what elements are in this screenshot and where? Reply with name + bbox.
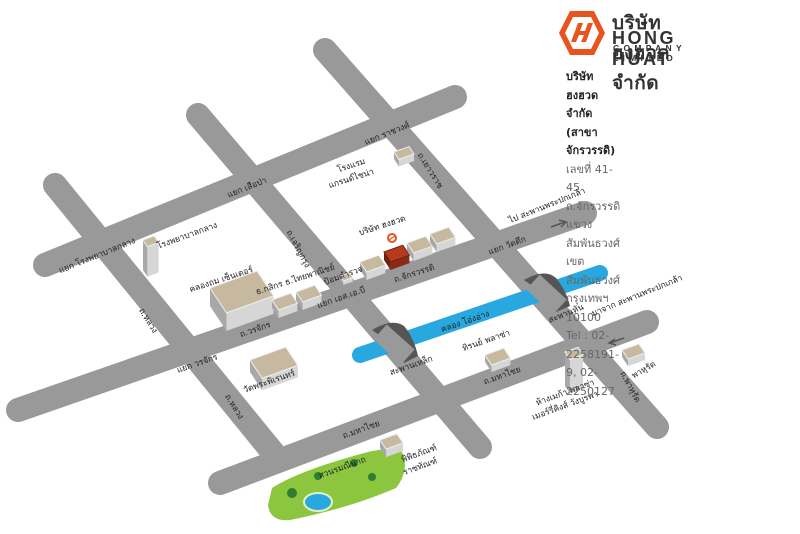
building-grand-china-hotel (393, 145, 415, 167)
bridge-han-deck (526, 274, 567, 315)
road-luang (43, 173, 287, 467)
tree-icon (287, 459, 376, 498)
arrow-right-icon (550, 219, 568, 228)
building-plaza (484, 347, 512, 372)
building-hospital (142, 235, 160, 277)
road-charoenkrung (186, 103, 492, 459)
hong-huat-logo-icon (559, 11, 605, 55)
building-shop (359, 254, 387, 280)
direction-arrows (550, 219, 625, 346)
roads (6, 38, 669, 495)
park-area (268, 449, 405, 521)
building-klongthom-center (209, 270, 275, 331)
address-line: กรุงเทพฯ 10100 (566, 292, 609, 324)
company-marker-icon (387, 233, 397, 243)
building-pahurat (621, 343, 646, 367)
park-romaninat (268, 449, 405, 521)
building-mega-plaza (564, 346, 584, 394)
building-shop (429, 226, 457, 252)
arrow-left-icon (607, 337, 625, 346)
address-line: แขวงสัมพันธวงศ์ เขตสัมพันธวงศ์ (566, 218, 620, 287)
park-pond (303, 492, 333, 512)
bridges (372, 273, 570, 365)
building-scb-bank (295, 284, 323, 310)
branch-title: บริษัท ฮงฮวด จำกัด (สาขาจักรวรรดิ) (566, 70, 616, 157)
building-police-box (339, 271, 354, 285)
logo-subtitle: COMPANY LIMITED (613, 43, 686, 63)
address-block: บริษัท ฮงฮวด จำกัด (สาขาจักรวรรดิ) เลขที… (566, 68, 620, 401)
address-line: เลขที่ 41-45 ถ.จักรวรรดิ (566, 162, 621, 213)
label-company: บริษัท ฮงฮวด (358, 214, 407, 239)
building-museum (379, 433, 404, 458)
building-wat-phra-phiren (249, 346, 299, 391)
road-yaowarat (313, 38, 669, 439)
phone-numbers: Tel : 02-2258191-9, 02-2250127 (566, 329, 619, 398)
building-kasikorn-bank (271, 292, 299, 318)
logo-english-name: HONG HUAT (612, 28, 676, 69)
building-hong-huat (383, 244, 411, 270)
bridge-lek-deck (373, 324, 415, 365)
logo-thai-name: บริษัท ฮงฮวด จำกัด (612, 12, 670, 94)
building-shop (406, 235, 434, 261)
buildings (142, 145, 646, 458)
